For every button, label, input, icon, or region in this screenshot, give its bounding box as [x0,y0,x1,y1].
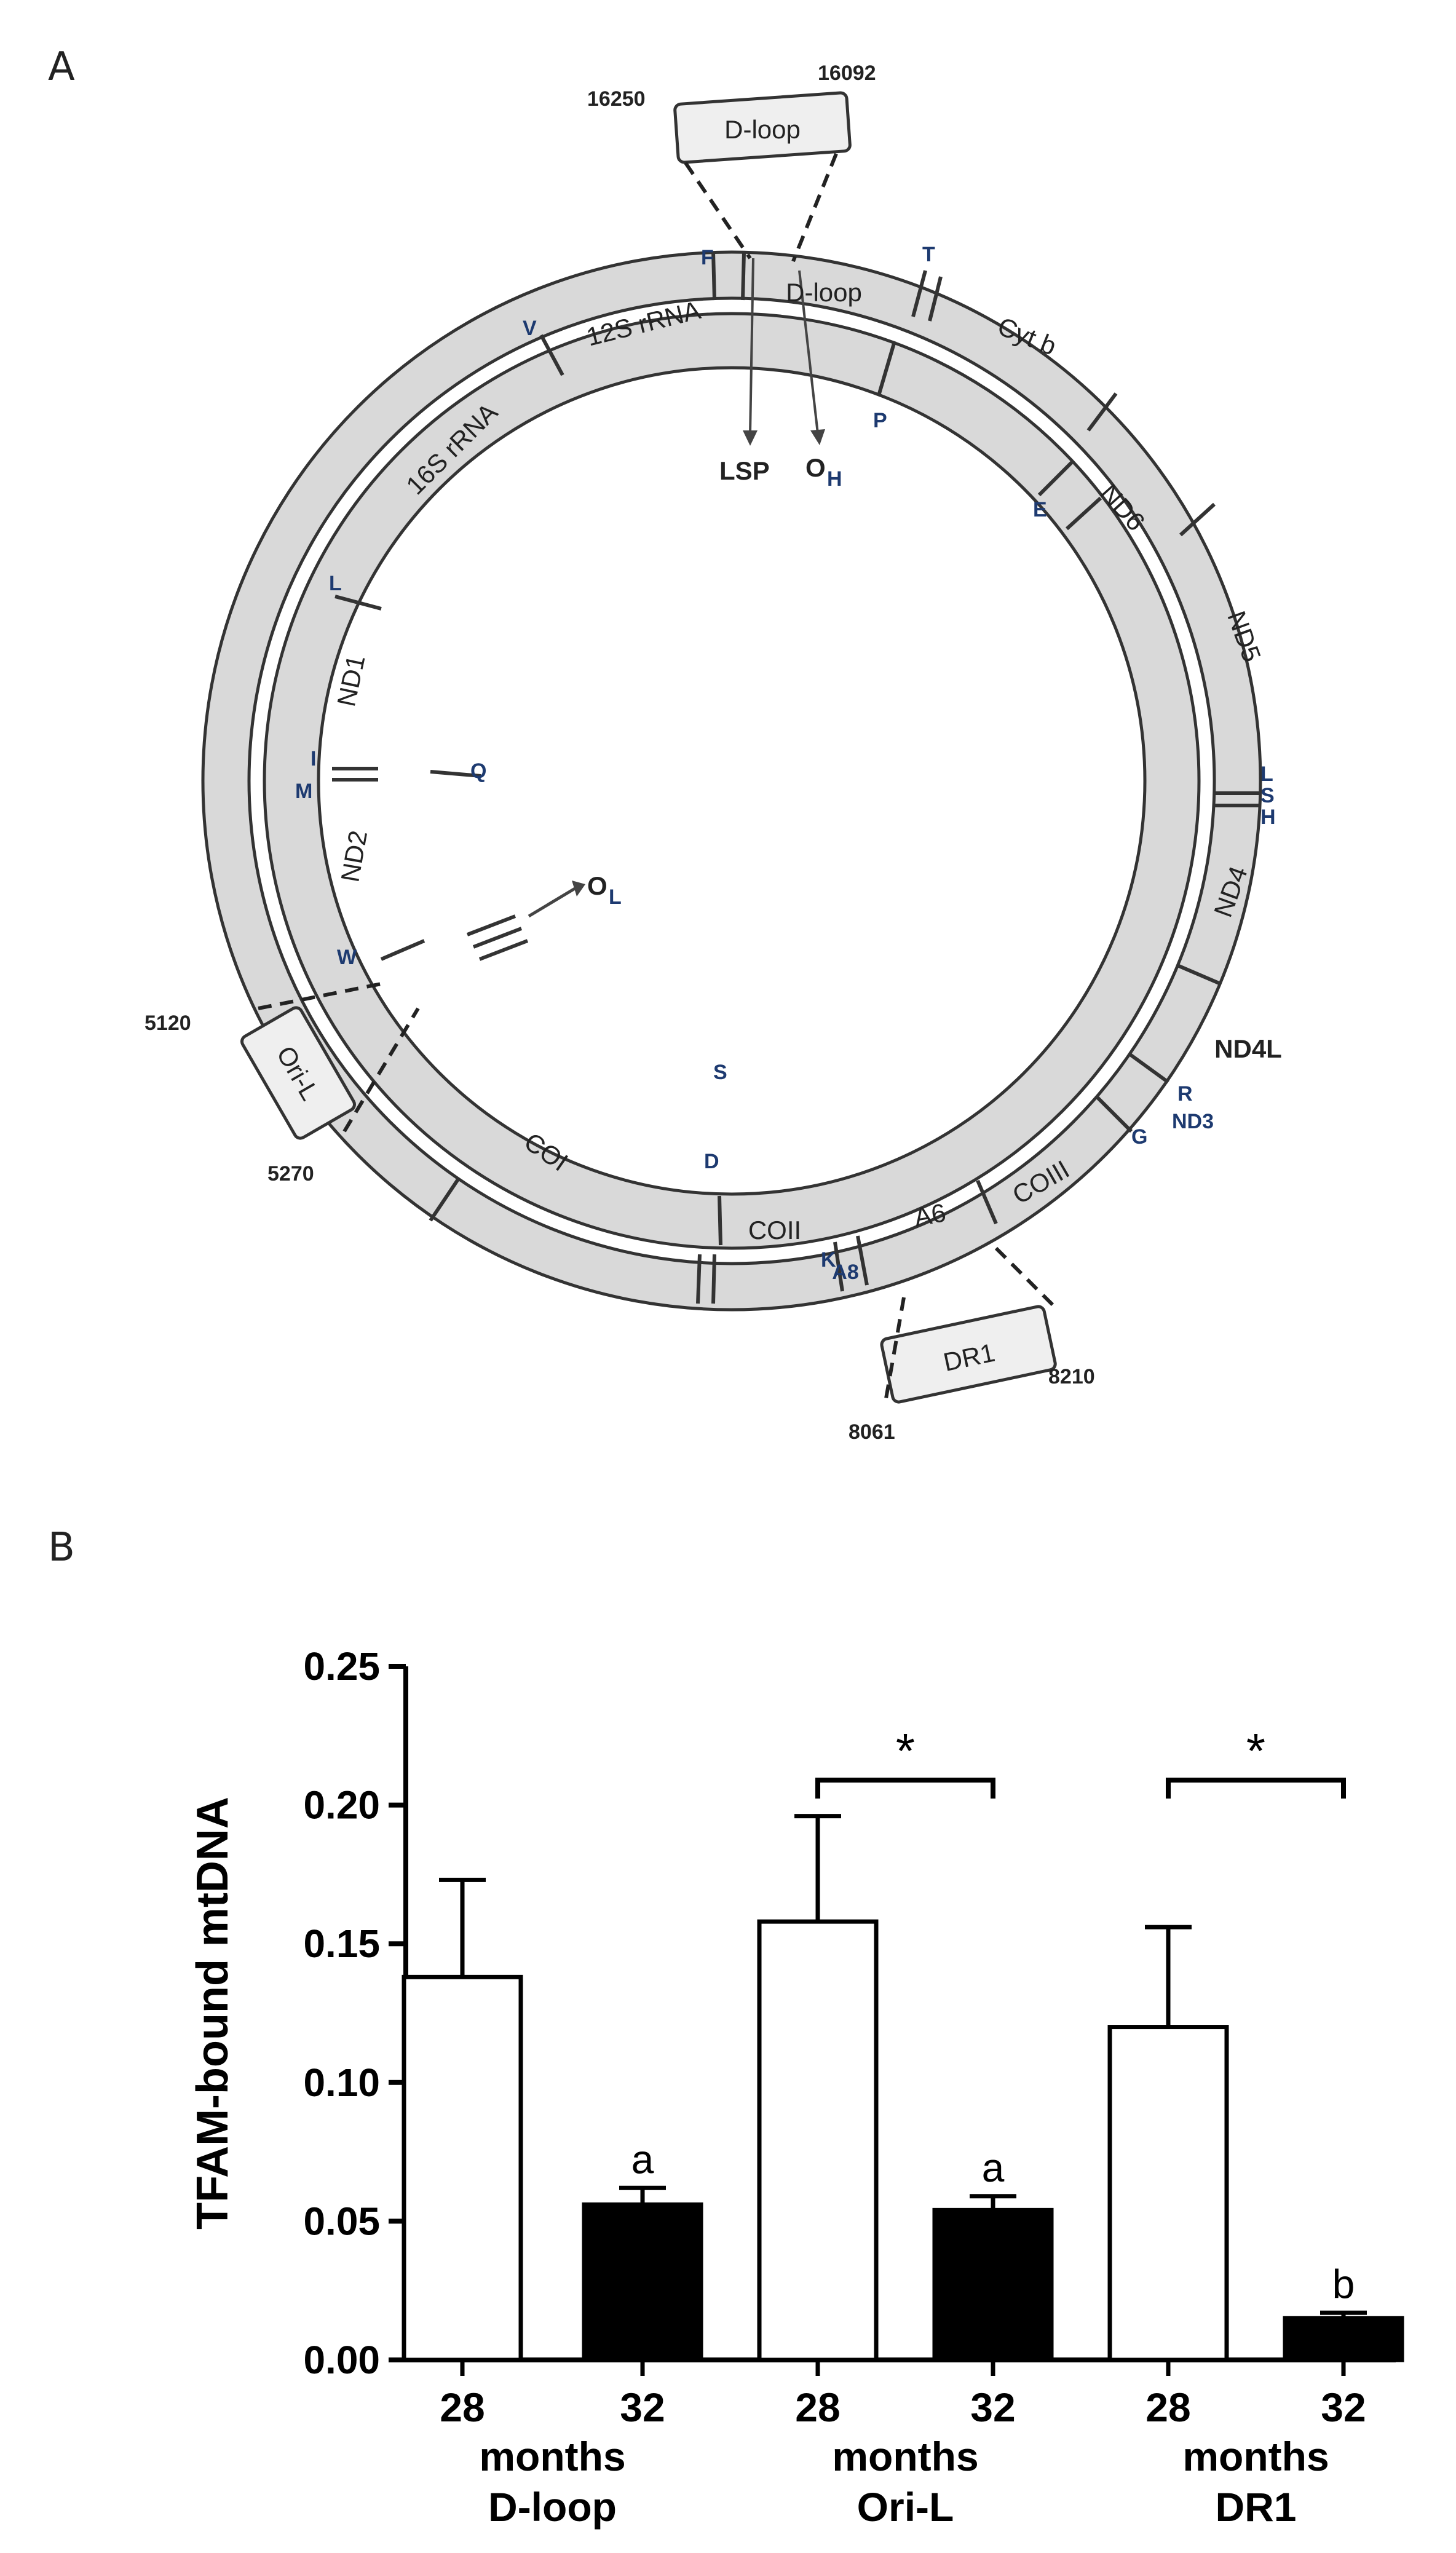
ol-arrowhead [572,881,585,897]
bar-annotation: b [1332,2261,1355,2306]
trna-s: S [713,1061,727,1084]
trna-r: R [1177,1082,1193,1106]
y-tick-label: 0.00 [303,2338,380,2382]
y-tick-label: 0.20 [303,1783,380,1827]
gene-nd3: ND3 [1172,1110,1214,1133]
inner-boundaries [430,341,1102,1246]
bar-annotation: a [982,2145,1005,2190]
gene-nd4l: ND4L [1214,1034,1282,1063]
dloop-end-coord: 16092 [818,61,876,85]
gene-dloop: D-loop [786,278,862,307]
gene-a6: A6 [912,1198,948,1232]
group-label: DR1 [1215,2484,1296,2530]
x-tick-label: 32 [1321,2385,1366,2430]
oh-label: O [805,453,826,482]
oh-arrow [798,270,819,434]
x-tick-label: 28 [1145,2385,1190,2430]
bar-d-loop-28 [402,1974,523,2362]
bar-ori-l-28 [757,1919,879,2362]
ol-arrow [528,887,576,918]
lsp-label: LSP [719,456,770,485]
dr1-start-coord: 8061 [849,1420,895,1444]
bar-dr1-32 [1283,2316,1404,2362]
oh-arrowhead [810,429,825,445]
trna-v: V [523,317,537,340]
trna-g: G [1131,1125,1147,1149]
trna-q: Q [470,759,486,783]
oh-subscript: H [827,467,842,491]
y-axis-label: TFAM-bound mtDNA [188,1797,237,2230]
y-tick-label: 0.05 [303,2199,380,2243]
group-label: D-loop [488,2484,617,2530]
x-tick-label: 32 [620,2385,665,2430]
oril-end-coord: 5270 [267,1162,314,1185]
ol-label: O [587,871,607,900]
x-tick-label: 28 [795,2385,840,2430]
trna-f: F [701,246,714,269]
significance-brackets: ** [815,1724,1346,1799]
trna-l1: L [329,572,342,595]
gene-a8: A8 [832,1261,858,1284]
bar-d-loop-32 [582,2202,703,2362]
y-tick-label: 0.25 [303,1644,380,1688]
dloop-box-label: D-loop [724,115,801,144]
trna-s2: S [1260,784,1275,807]
bars: a a b [402,1814,1404,2362]
x-tick-label: 28 [440,2385,485,2430]
y-tick-label: 0.15 [303,1922,380,1966]
oril-box: Ori-L [240,982,420,1140]
dr1-box: DR1 [880,1246,1057,1404]
significance-star: * [896,1724,915,1778]
trna-d: D [704,1150,719,1173]
trna-m: M [295,780,312,803]
mtdna-map: D-loop 16250 16092 LSP O H Ori-L 5120 52… [144,61,1282,1444]
ol-subscript: L [609,885,622,909]
trna-t: T [922,243,935,266]
ring-center [317,366,1147,1196]
y-ticks: 0.00 0.05 0.10 0.15 0.20 0.25 [303,1644,406,2382]
significance-bracket [815,1777,995,1799]
trna-h: H [1260,805,1276,829]
trna-i: I [311,747,316,770]
oril-start-coord: 5120 [144,1011,191,1035]
group-label: Ori-L [857,2484,954,2530]
months-label: months [1182,2434,1329,2479]
trna-e: E [1033,498,1047,521]
gene-boundaries [332,251,1260,1304]
dr1-end-coord: 8210 [1048,1365,1095,1388]
lsp-arrow [749,258,754,434]
panel-b-letter: B [48,1525,75,1570]
trna-l2: L [1260,762,1273,786]
trna-p: P [873,409,887,432]
bar-annotation: a [631,2136,654,2182]
trna-k: K [821,1248,836,1272]
panel-a-letter: A [48,44,75,90]
dloop-start-coord: 16250 [587,87,646,111]
gene-coii: COII [748,1216,801,1245]
months-label: months [832,2434,978,2479]
significance-bracket [1166,1777,1346,1799]
dloop-box: D-loop [673,91,852,263]
x-tick-label: 32 [970,2385,1015,2430]
lsp-arrowhead [743,430,758,446]
significance-star: * [1246,1724,1265,1778]
months-label: months [479,2434,625,2479]
y-tick-label: 0.10 [303,2060,380,2105]
trna-w: W [337,946,357,969]
bar-dr1-28 [1107,2025,1229,2362]
bar-ori-l-32 [932,2207,1054,2362]
